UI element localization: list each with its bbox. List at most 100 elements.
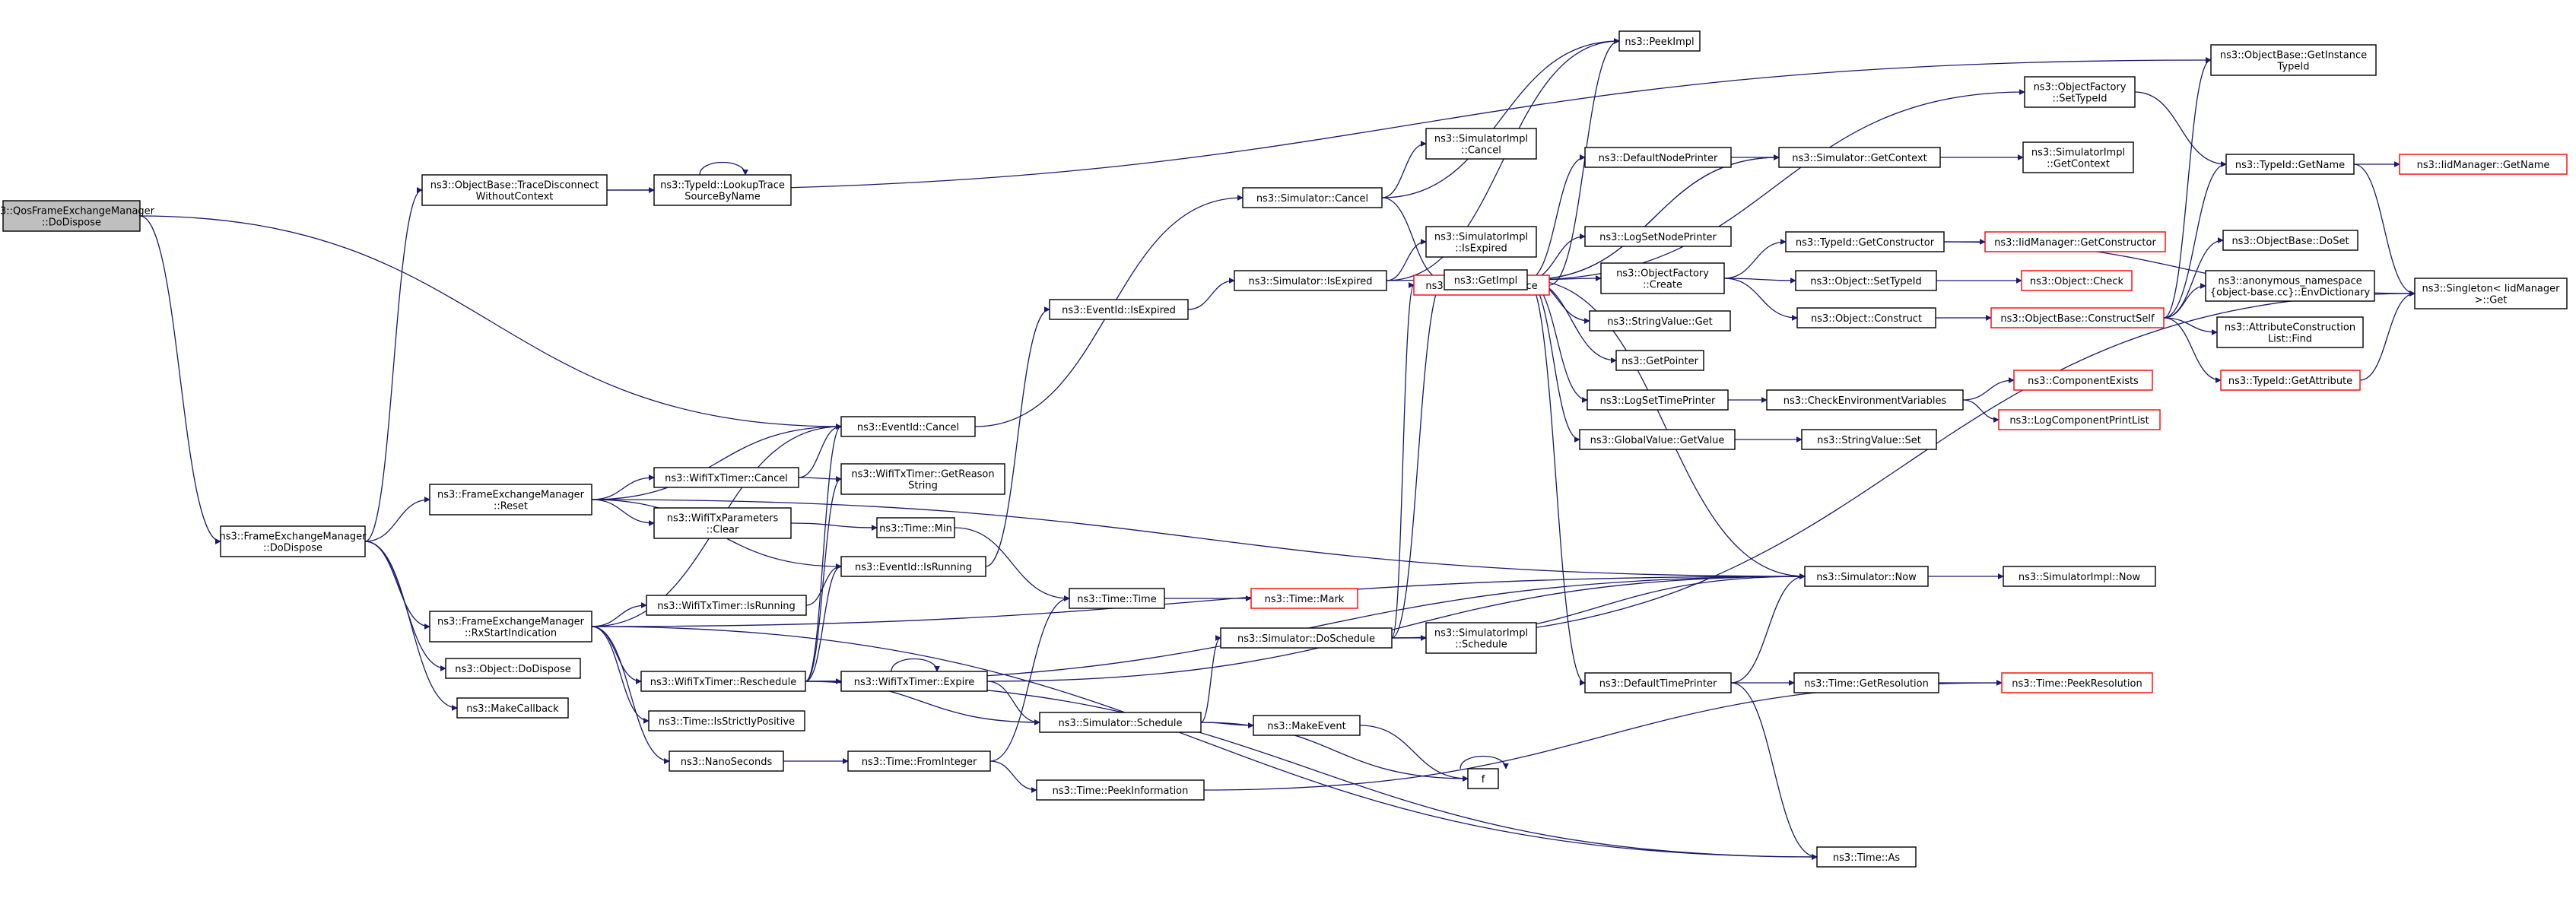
node-objbase-doset[interactable]: ns3::ObjectBase::DoSet <box>2222 230 2358 251</box>
node-label: ns3::FrameExchangeManager <box>219 532 367 543</box>
node-sim-now[interactable]: ns3::Simulator::Now <box>1804 566 1929 587</box>
node-time-getresolution[interactable]: ns3::Time::GetResolution <box>1793 672 1939 693</box>
node-box <box>653 467 799 488</box>
node-label: ns3::Time::Min <box>879 523 952 535</box>
node-fem-dodispose[interactable]: ns3::FrameExchangeManager::DoDispose <box>219 525 367 557</box>
node-sim-schedule[interactable]: ns3::Simulator::Schedule <box>1039 712 1202 733</box>
node-stringvalue-set[interactable]: ns3::StringValue::Set <box>1801 429 1937 450</box>
node-box <box>421 174 608 206</box>
node-typeid-getattribute[interactable]: ns3::TypeId::GetAttribute <box>2220 370 2361 391</box>
node-globalvalue-getvalue[interactable]: ns3::GlobalValue::GetValue <box>1579 429 1736 450</box>
node-defaulttimeprinter[interactable]: ns3::DefaultTimePrinter <box>1584 672 1732 693</box>
node-defaultnodeprinter[interactable]: ns3::DefaultNodePrinter <box>1584 147 1732 168</box>
node-simimpl-schedule[interactable]: ns3::SimulatorImpl::Schedule <box>1425 622 1537 654</box>
node-nanoseconds[interactable]: ns3::NanoSeconds <box>669 750 784 772</box>
node-simimpl-isexpired[interactable]: ns3::SimulatorImpl::IsExpired <box>1425 226 1537 258</box>
node-label: ns3::PeekImpl <box>1625 36 1694 48</box>
node-simimpl-now[interactable]: ns3::SimulatorImpl::Now <box>2003 566 2156 587</box>
node-makecallback[interactable]: ns3::MakeCallback <box>456 697 569 719</box>
node-logcomponentprintlist[interactable]: ns3::LogComponentPrintList <box>1998 409 2161 430</box>
node-iidmanager-getname[interactable]: ns3::IidManager::GetName <box>2399 154 2568 175</box>
node-object-settypeid[interactable]: ns3::Object::SetTypeId <box>1795 270 1937 291</box>
node-makeevent[interactable]: ns3::MakeEvent <box>1253 715 1361 736</box>
node-eventid-isexpired[interactable]: ns3::EventId::IsExpired <box>1049 299 1189 320</box>
node-objbase-constructself[interactable]: ns3::ObjectBase::ConstructSelf <box>1990 307 2165 328</box>
edge-fem-reset-to-sim-now <box>591 499 1806 579</box>
node-box <box>1467 768 1499 789</box>
node-sim-isexpired[interactable]: ns3::Simulator::IsExpired <box>1234 270 1387 291</box>
node-label: >::Get <box>2475 295 2508 306</box>
edge-checkenv-to-componentexists <box>1962 377 2015 401</box>
edge-checkenv-to-logcomponentprintlist <box>1962 399 1999 423</box>
node-iidmanager-getconstructor[interactable]: ns3::IidManager::GetConstructor <box>1984 231 2166 252</box>
node-box <box>876 517 955 538</box>
node-singleton-get[interactable]: ns3::Singleton< IidManager>::Get <box>2414 278 2568 309</box>
edge-wifitx-expire-to-sim-now <box>986 573 1806 682</box>
edge-objbase-tracedisc-to-objbase-getinstancetypeid <box>606 57 2212 191</box>
edge-defaulttimeprinter-to-time-as <box>1730 682 1818 860</box>
node-wifitx-cancel[interactable]: ns3::WifiTxTimer::Cancel <box>653 467 799 488</box>
node-getimpl[interactable]: ns3::GetImpl <box>1444 269 1528 290</box>
node-checkenv[interactable]: ns3::CheckEnvironmentVariables <box>1766 389 1964 411</box>
node-wifitx-reschedule[interactable]: ns3::WifiTxTimer::Reschedule <box>640 671 806 692</box>
node-simimpl-cancel[interactable]: ns3::SimulatorImpl::Cancel <box>1425 128 1537 160</box>
node-box <box>646 595 807 616</box>
node-time-peekresolution[interactable]: ns3::Time::PeekResolution <box>2001 672 2153 693</box>
node-typeid-getconstructor[interactable]: ns3::TypeId::GetConstructor <box>1785 231 1945 252</box>
node-label: ::RxStartIndication <box>465 628 557 639</box>
edge-getimpl-to-defaultnodeprinter <box>1526 154 1586 281</box>
node-root[interactable]: ns3::QosFrameExchangeManager::DoDispose <box>0 200 155 232</box>
node-sim-cancel[interactable]: ns3::Simulator::Cancel <box>1242 187 1383 208</box>
node-box <box>429 611 592 643</box>
node-eventid-isrunning[interactable]: ns3::EventId::IsRunning <box>840 556 986 577</box>
node-objfactory-create[interactable]: ns3::ObjectFactory::Create <box>1600 262 1725 294</box>
node-time-time[interactable]: ns3::Time::Time <box>1069 588 1165 609</box>
node-fem-rxstart[interactable]: ns3::FrameExchangeManager::RxStartIndica… <box>429 611 592 643</box>
node-box <box>1785 231 1945 252</box>
node-label: ::GetContext <box>2047 159 2110 170</box>
node-logsettimeprinter[interactable]: ns3::LogSetTimePrinter <box>1587 389 1729 411</box>
node-simimpl-getcontext[interactable]: ns3::SimulatorImpl::GetContext <box>2022 141 2134 173</box>
node-box <box>1804 566 1929 587</box>
node-eventid-cancel[interactable]: ns3::EventId::Cancel <box>840 416 976 437</box>
node-label: ns3::ObjectBase::ConstructSelf <box>2000 313 2155 325</box>
node-label: String <box>908 481 938 492</box>
node-label: ns3::SimulatorImpl <box>2031 148 2125 159</box>
node-box <box>1778 147 1941 168</box>
node-peekimpl[interactable]: ns3::PeekImpl <box>1618 30 1701 52</box>
edge-wifitx-reschedule-to-eventid-cancel <box>805 424 842 682</box>
node-sim-getcontext[interactable]: ns3::Simulator::GetContext <box>1778 147 1941 168</box>
node-box <box>2003 566 2156 587</box>
node-logsetnodeprinter[interactable]: ns3::LogSetNodePrinter <box>1584 226 1732 247</box>
node-componentexists[interactable]: ns3::ComponentExists <box>2013 370 2153 391</box>
node-fem-reset[interactable]: ns3::FrameExchangeManager::Reset <box>429 484 592 516</box>
node-object-dodispose[interactable]: ns3::Object::DoDispose <box>445 658 581 679</box>
node-box <box>648 710 805 731</box>
node-time-as[interactable]: ns3::Time::As <box>1816 846 1917 868</box>
node-time-isstrictlypositive[interactable]: ns3::Time::IsStrictlyPositive <box>648 710 805 731</box>
node-sim-doschedule[interactable]: ns3::Simulator::DoSchedule <box>1220 627 1393 649</box>
node-f[interactable]: f <box>1467 768 1499 789</box>
node-typeid-getname[interactable]: ns3::TypeId::GetName <box>2225 154 2355 175</box>
node-objfactory-settypeid[interactable]: ns3::ObjectFactory::SetTypeId <box>2024 76 2136 108</box>
node-wifitxparams-clear[interactable]: ns3::WifiTxParameters::Clear <box>653 507 792 539</box>
node-object-check[interactable]: ns3::Object::Check <box>2021 270 2133 291</box>
node-time-mark[interactable]: ns3::Time::Mark <box>1250 588 1358 609</box>
node-stringvalue-get[interactable]: ns3::StringValue::Get <box>1589 310 1731 332</box>
node-time-peekinfo[interactable]: ns3::Time::PeekInformation <box>1036 779 1205 801</box>
node-anon-envdict[interactable]: ns3::anonymous_namespace{object-base.cc}… <box>2205 270 2375 302</box>
node-label: ns3::WifiTxTimer::GetReason <box>851 469 994 481</box>
node-time-frominteger[interactable]: ns3::Time::FromInteger <box>847 750 991 772</box>
node-wifitx-isrunning[interactable]: ns3::WifiTxTimer::IsRunning <box>646 595 807 616</box>
node-wifitx-expire[interactable]: ns3::WifiTxTimer::Expire <box>840 671 988 692</box>
node-label: ns3::ComponentExists <box>2028 376 2139 387</box>
node-objbase-tracedisc[interactable]: ns3::ObjectBase::TraceDisconnectWithoutC… <box>421 174 608 206</box>
node-getpointer[interactable]: ns3::GetPointer <box>1615 350 1704 371</box>
edge-f-to-f <box>1460 755 1509 769</box>
node-time-min[interactable]: ns3::Time::Min <box>876 517 955 538</box>
node-object-construct[interactable]: ns3::Object::Construct <box>1796 307 1936 328</box>
